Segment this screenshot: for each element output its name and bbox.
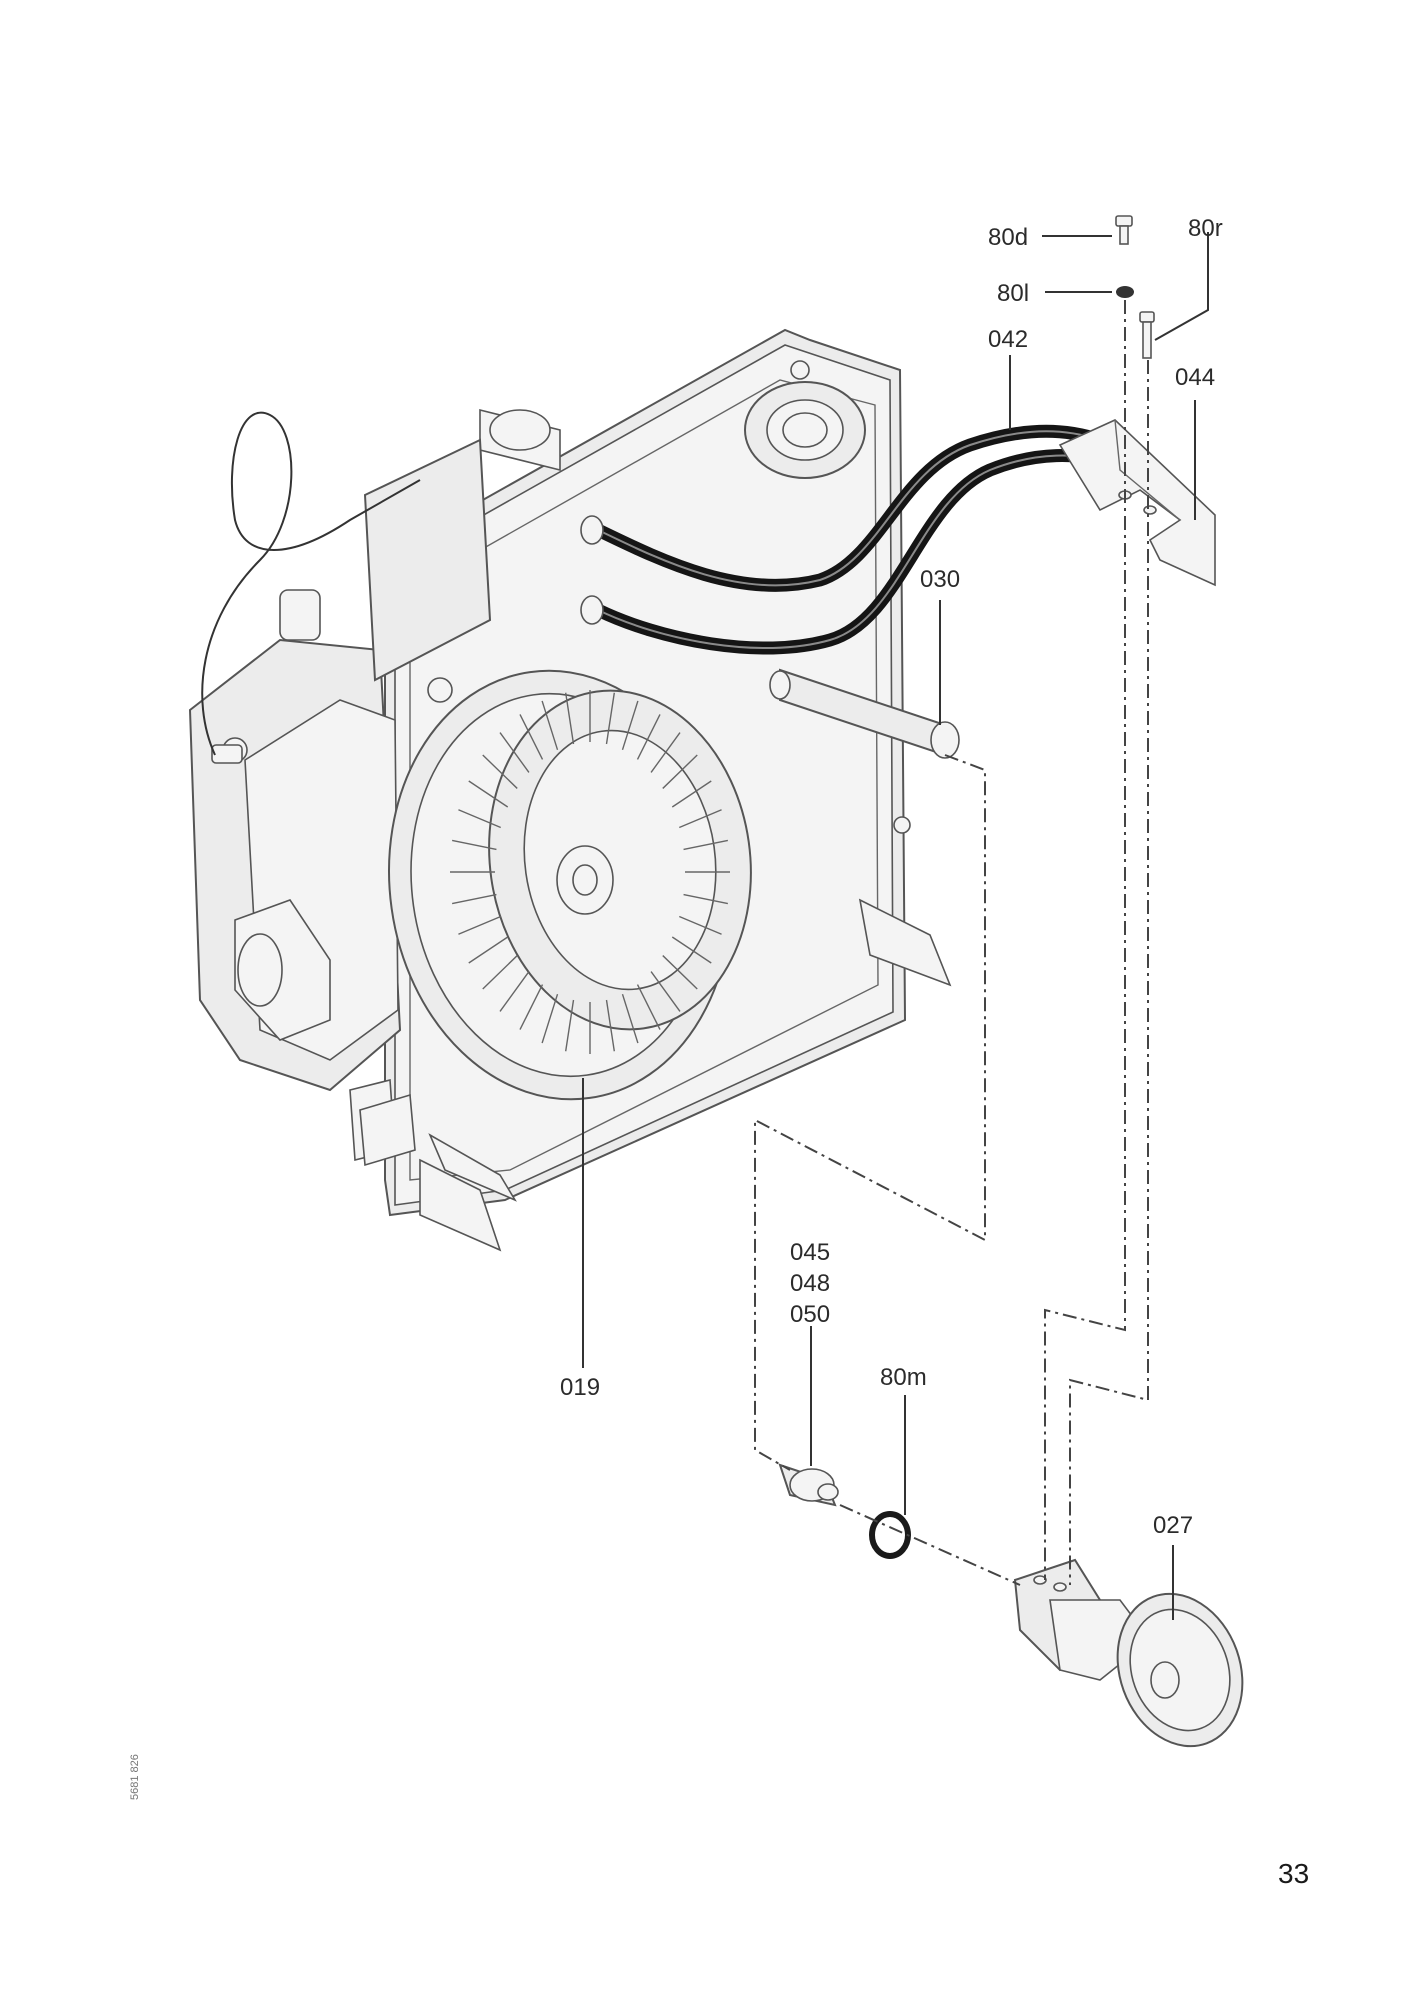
fan-blade bbox=[662, 754, 698, 789]
page-number: 33 bbox=[1278, 1858, 1309, 1889]
fan-blade bbox=[564, 692, 575, 745]
label-019: 019 bbox=[560, 1374, 600, 1401]
label-027: 027 bbox=[1153, 1512, 1193, 1539]
label-045: 045 bbox=[790, 1239, 830, 1266]
assembly-paths bbox=[754, 300, 1149, 1586]
fan-blade bbox=[519, 984, 544, 1030]
fan-blade bbox=[482, 955, 518, 990]
fan-blade bbox=[468, 936, 509, 964]
fan-blade bbox=[541, 993, 559, 1044]
fan-blade bbox=[541, 700, 559, 751]
label-80l: 80l bbox=[997, 280, 1029, 307]
fan-blade bbox=[662, 955, 698, 990]
fan-blade bbox=[636, 984, 661, 1030]
tube bbox=[769, 668, 960, 759]
ignition-cable bbox=[201, 411, 421, 756]
label-80m: 80m bbox=[880, 1364, 927, 1391]
label-80d: 80d bbox=[988, 224, 1028, 251]
fan-blade bbox=[621, 700, 639, 751]
part-labels: 80d 80r 80l 042 044 030 019 045 048 050 … bbox=[560, 215, 1223, 1539]
fan-blade bbox=[482, 754, 518, 789]
document-number: 5681 826 bbox=[129, 1754, 141, 1800]
bracket bbox=[1058, 419, 1216, 587]
fan-blade bbox=[451, 839, 497, 851]
fan-blade bbox=[671, 780, 712, 808]
fan-blade bbox=[636, 714, 661, 760]
fan-blade bbox=[650, 732, 681, 773]
fan-blade bbox=[499, 732, 530, 773]
fan-blade bbox=[605, 692, 616, 745]
fan-blade bbox=[678, 915, 722, 935]
fan-wheel bbox=[388, 669, 752, 1101]
gas-valve-motor-block bbox=[188, 408, 561, 1167]
label-030: 030 bbox=[920, 566, 960, 593]
fan-blade bbox=[678, 809, 722, 829]
fan-blade bbox=[458, 809, 502, 829]
label-042: 042 bbox=[988, 326, 1028, 353]
fan-blade bbox=[683, 893, 729, 905]
fan-blade bbox=[564, 999, 575, 1052]
label-048: 048 bbox=[790, 1270, 830, 1297]
fan-blade bbox=[650, 971, 681, 1012]
hose-pair bbox=[580, 424, 1107, 655]
screw-80r bbox=[1139, 311, 1155, 359]
fan-blade bbox=[468, 780, 509, 808]
nozzle bbox=[778, 1463, 839, 1507]
leader-lines bbox=[582, 232, 1209, 1620]
label-050: 050 bbox=[790, 1301, 830, 1328]
fan-blade bbox=[683, 839, 729, 851]
fan-blade bbox=[671, 936, 712, 964]
screw-80d bbox=[1115, 215, 1133, 245]
washer-80l bbox=[1116, 286, 1134, 298]
label-80r: 80r bbox=[1188, 215, 1223, 242]
fan-blade bbox=[458, 915, 502, 935]
label-044: 044 bbox=[1175, 364, 1215, 391]
burner-head bbox=[1013, 1558, 1244, 1748]
fan-blade bbox=[499, 971, 530, 1012]
fan-blade bbox=[451, 893, 497, 905]
fan-blade bbox=[519, 714, 544, 760]
fan-blade bbox=[621, 993, 639, 1044]
o-ring bbox=[869, 1511, 911, 1559]
fan-blade bbox=[605, 999, 616, 1052]
